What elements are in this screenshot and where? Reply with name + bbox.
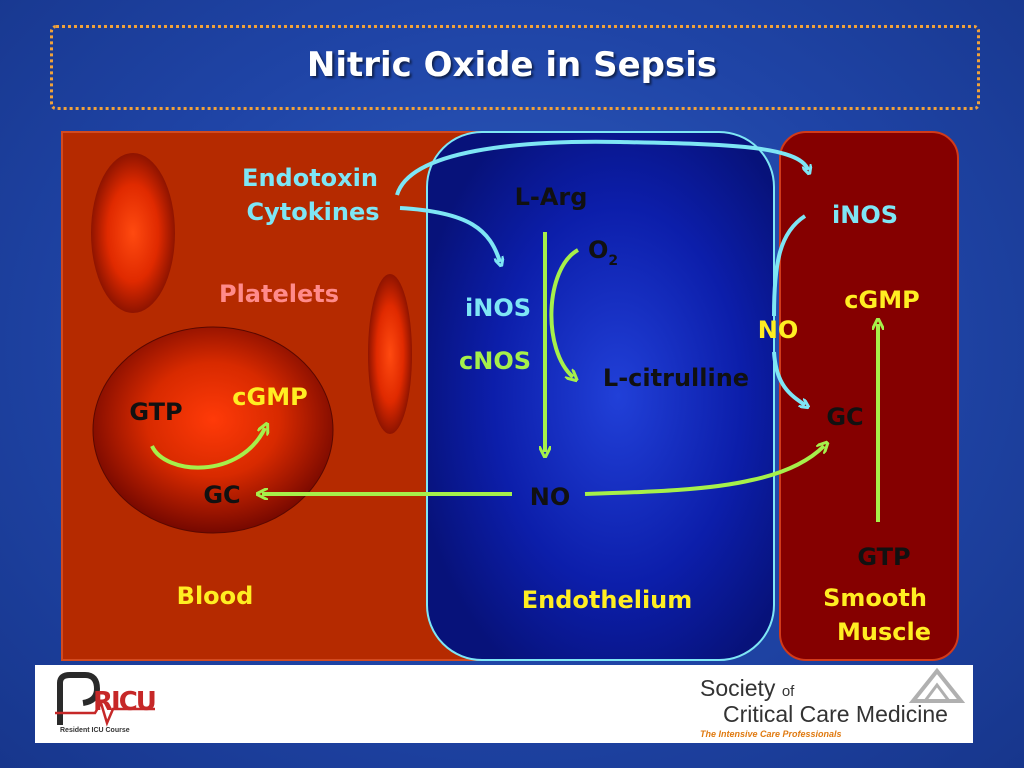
o2-subscript: 2 — [608, 253, 618, 269]
ricu-logo-text: RICU — [93, 687, 157, 717]
inos-to-no-muscle-line — [772, 214, 807, 317]
platelets-label: Platelets — [219, 280, 339, 308]
sccm-tagline: The Intensive Care Professionals — [700, 729, 842, 739]
gtp-platelet-label: GTP — [129, 398, 182, 426]
slide-title: Nitric Oxide in Sepsis — [306, 45, 718, 85]
cytokines-to-inos-arrow — [399, 206, 500, 262]
cgmp-muscle-label: cGMP — [844, 286, 919, 314]
red-blood-cell — [91, 153, 175, 313]
platelet-cell — [92, 326, 334, 534]
sccm-society: Society — [700, 675, 776, 701]
gtp-to-cgmp-platelet-arrow — [150, 428, 265, 470]
no-muscle-label: NO — [758, 316, 799, 344]
endotoxin-label: Endotoxin — [242, 164, 378, 192]
footer-logo-bar: RICU Resident ICU Course Society of Crit… — [35, 665, 973, 743]
gc-muscle-label: GC — [826, 403, 863, 431]
muscle-label: Muscle — [837, 618, 931, 646]
ricu-logo — [55, 672, 155, 727]
inos-muscle-label: iNOS — [832, 201, 898, 229]
cytokines-label: Cytokines — [246, 198, 379, 226]
no-to-gc-muscle-arrow — [772, 351, 805, 405]
endothelium-panel — [426, 131, 775, 661]
l-citrulline-label: L-citrulline — [603, 364, 749, 392]
endotoxin-to-muscle-inos-arrow — [395, 139, 808, 196]
cnos-endothelium-label: cNOS — [459, 347, 531, 375]
o2-label: O2 — [588, 236, 618, 269]
sccm-of: of — [781, 683, 795, 700]
blood-label: Blood — [177, 582, 254, 610]
sccm-triangle-logo — [908, 667, 966, 703]
sccm-name-line1: Society of — [700, 675, 794, 702]
endothelium-label: Endothelium — [522, 586, 693, 614]
no-endothelium-label: NO — [530, 483, 571, 511]
red-blood-cell — [368, 274, 412, 434]
smooth-label: Smooth — [823, 584, 927, 612]
o2-text: O — [588, 236, 608, 264]
cgmp-platelet-label: cGMP — [232, 383, 307, 411]
inos-endothelium-label: iNOS — [465, 294, 531, 322]
title-border — [50, 25, 980, 110]
gtp-muscle-label: GTP — [857, 543, 910, 571]
ricu-subtitle: Resident ICU Course — [60, 727, 130, 734]
o2-to-citrulline-arrow — [549, 248, 578, 377]
smooth-muscle-panel — [779, 131, 959, 661]
l-arg-label: L-Arg — [515, 183, 588, 211]
no-to-gc-muscle-green-arrow — [584, 446, 824, 496]
gc-platelet-label: GC — [203, 481, 240, 509]
sccm-name-line2: Critical Care Medicine — [723, 701, 948, 727]
